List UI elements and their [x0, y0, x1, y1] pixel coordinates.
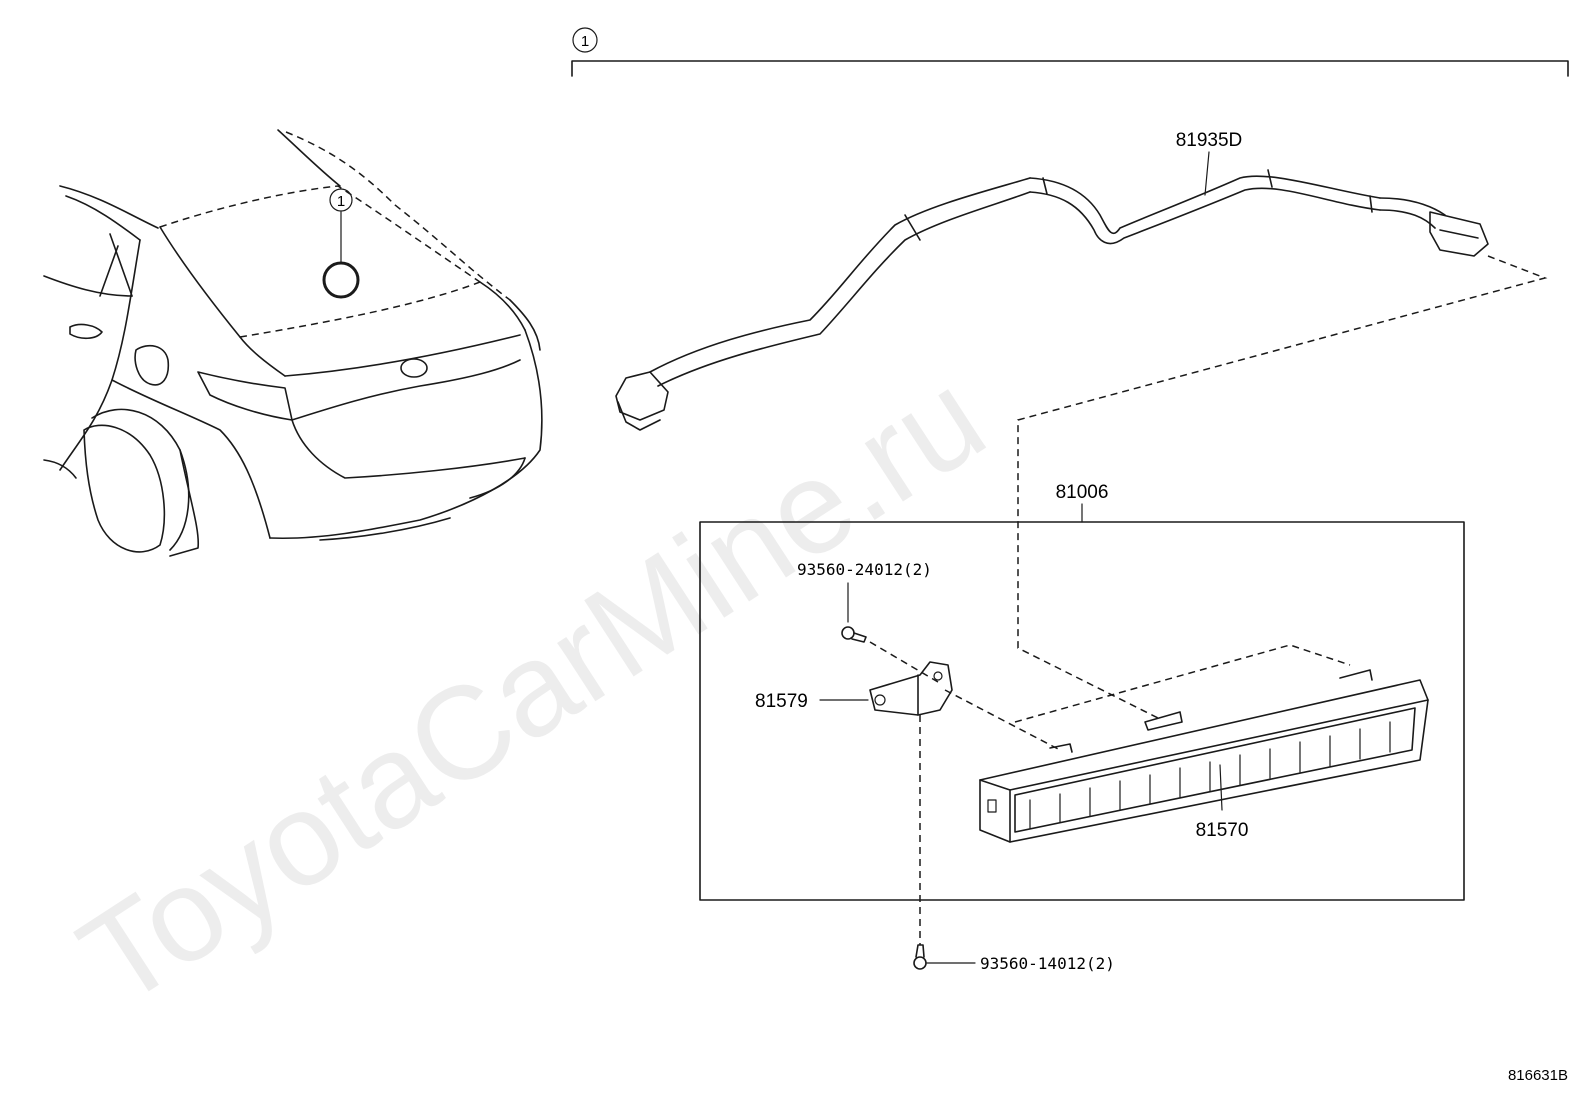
assembly-81006: 81006 — [699, 482, 1465, 901]
figure-code: 816631B — [1508, 1067, 1568, 1084]
lamp-81570: 81570 — [979, 669, 1429, 843]
watermark: ToyotaCarMine.ru — [55, 343, 1009, 1034]
window-callout-number: 1 — [337, 193, 345, 210]
bracket-81579: 81579 — [755, 661, 953, 716]
kit-bracket: 1 — [571, 27, 1569, 77]
label-81579: 81579 — [755, 691, 808, 712]
label-93560-24012: 93560-24012(2) — [797, 560, 932, 579]
screw-lower: 93560-14012(2) — [913, 944, 1115, 973]
screw-upper: 93560-24012(2) — [797, 560, 932, 643]
label-93560-14012: 93560-14012(2) — [980, 954, 1115, 973]
kit-callout-number: 1 — [581, 33, 589, 50]
label-81570: 81570 — [1196, 820, 1249, 841]
label-81935d: 81935D — [1176, 130, 1243, 151]
wire-harness-81935d: 81935D — [615, 130, 1489, 431]
car-rear-illustration: 1 — [43, 129, 543, 557]
label-81006: 81006 — [1056, 482, 1109, 503]
